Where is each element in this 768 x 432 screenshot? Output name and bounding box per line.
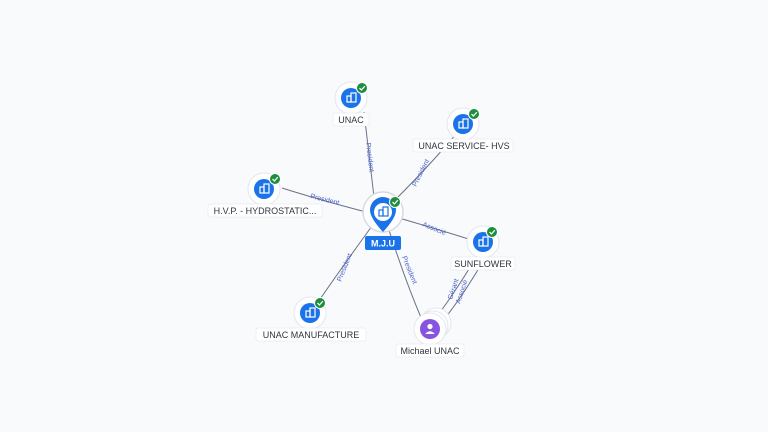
verified-check-icon (314, 297, 326, 309)
edge-center-hvp[interactable] (281, 187, 367, 213)
node-label-hvp: H.V.P. - HYDROSTATIC... (214, 206, 317, 216)
verified-check-icon (389, 196, 401, 208)
node-label-michael: Michael UNAC (400, 346, 460, 356)
node-unac-manufacture[interactable]: UNAC MANUFACTURE (255, 296, 367, 342)
node-unac[interactable]: UNAC (332, 81, 370, 127)
building-icon (259, 183, 270, 194)
verified-check-icon (269, 173, 281, 185)
building-icon (305, 307, 316, 318)
edge-label-center-unac-manufacture: President (336, 253, 354, 283)
verified-check-icon (468, 108, 480, 120)
edge-label-center-unac-service: President (412, 158, 432, 188)
edge-label-center-unac: President (364, 142, 375, 172)
node-sunflower[interactable]: SUNFLOWER (450, 225, 516, 271)
node-label-unac: UNAC (338, 115, 364, 125)
edge-label-center-sunflower: Associé (421, 221, 446, 237)
node-unac-service[interactable]: UNAC SERVICE- HVS (412, 107, 514, 153)
node-label-sunflower: SUNFLOWER (454, 259, 512, 269)
node-label-center: M.J.U (371, 239, 395, 249)
node-center-mju[interactable]: M.J.U (362, 191, 404, 250)
building-icon (478, 236, 489, 247)
verified-check-icon (486, 226, 498, 238)
person-icon (425, 323, 435, 334)
verified-check-icon (356, 82, 368, 94)
node-hvp[interactable]: H.V.P. - HYDROSTATIC... (207, 172, 323, 218)
node-label-unac-service: UNAC SERVICE- HVS (418, 141, 509, 151)
node-label-unac-manufacture: UNAC MANUFACTURE (263, 330, 360, 340)
building-icon (346, 92, 357, 103)
node-michael[interactable]: Michael UNAC (395, 307, 465, 358)
building-icon (458, 118, 469, 129)
building-icon (378, 206, 389, 217)
